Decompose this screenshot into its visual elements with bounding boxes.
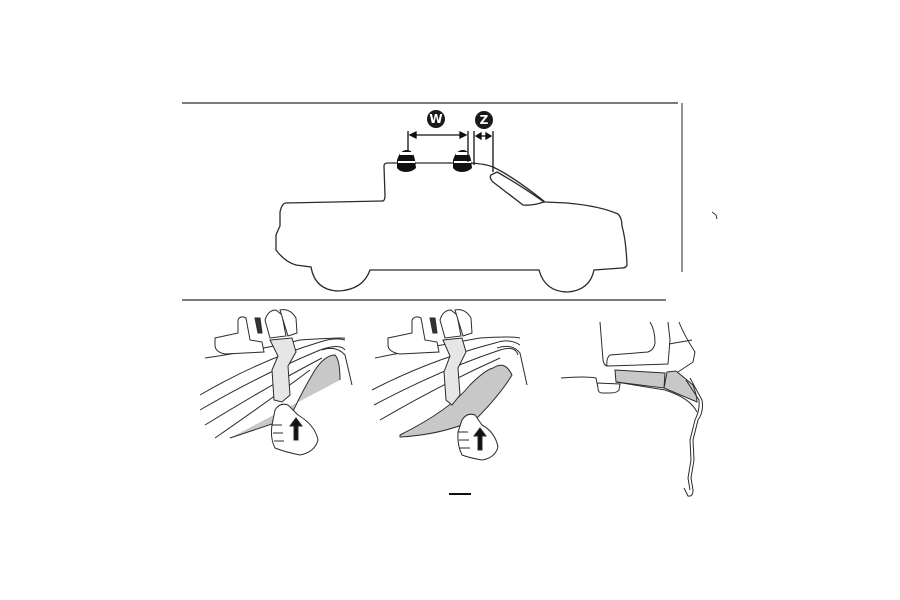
stray-tick-mark xyxy=(711,211,718,220)
rear-foot xyxy=(397,150,416,172)
step-2-illustration xyxy=(371,309,528,461)
dimension-label-w: W xyxy=(427,110,445,128)
panel-frame xyxy=(182,102,683,301)
dimension-label-z: Z xyxy=(475,111,493,129)
step-1-illustration xyxy=(199,309,353,456)
front-foot xyxy=(453,150,472,172)
pickup-truck-outline xyxy=(275,162,628,293)
dimension-w xyxy=(407,130,469,162)
step-3-illustration xyxy=(560,321,703,497)
dimension-z xyxy=(473,131,494,172)
